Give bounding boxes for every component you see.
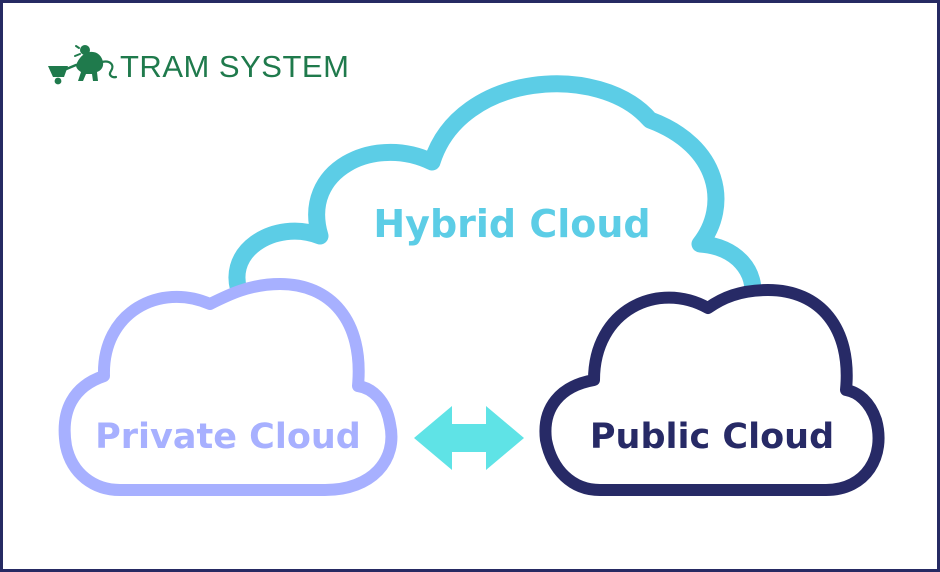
public-cloud-shape: [539, 284, 885, 496]
chimp-pushing-cart-icon: [48, 45, 118, 85]
hybrid-cloud-shape: [228, 75, 762, 309]
public-cloud-label: Public Cloud: [590, 417, 834, 457]
private-cloud-label: Private Cloud: [95, 417, 361, 457]
brand-name: TRAM SYSTEM: [120, 48, 350, 84]
hybrid-cloud-label: Hybrid Cloud: [373, 202, 650, 246]
double-arrow-icon: [414, 406, 524, 470]
brand-logo: TRAM SYSTEM: [48, 44, 349, 88]
private-cloud-shape: [58, 278, 398, 496]
